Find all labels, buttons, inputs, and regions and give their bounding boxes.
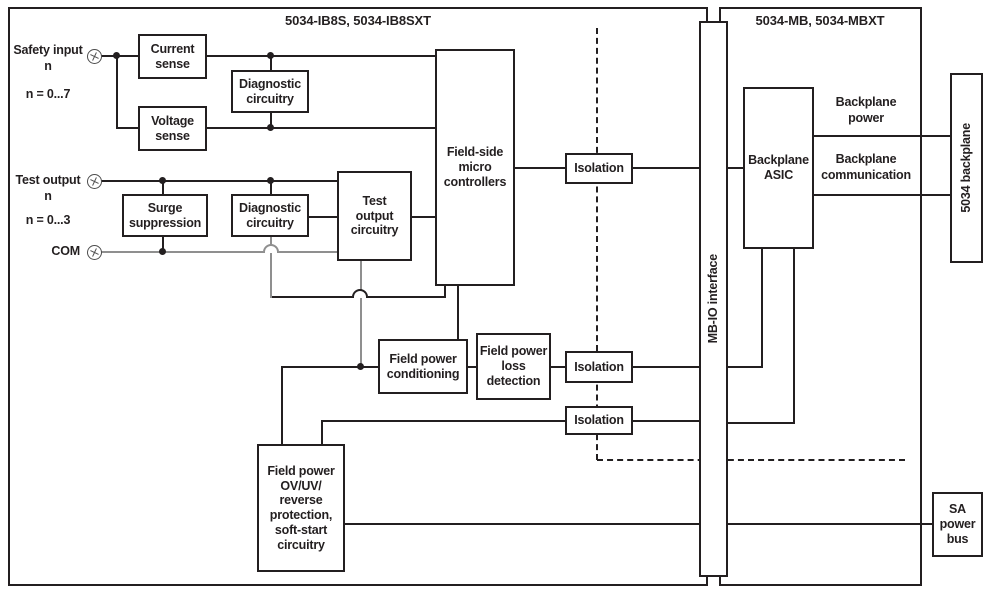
wire-diag1-stub-bottom: [270, 112, 272, 129]
wire-mbio-to-asic-drop1: [728, 366, 762, 368]
label-test-output: Test output n: [15, 173, 81, 203]
wire-diag-to-toc: [309, 216, 337, 218]
wire-hop-com: [263, 244, 279, 253]
block-diagnostic-circuitry-test: Diagnostic circuitry: [231, 194, 309, 237]
title-io-module: 5034-IB8S, 5034-IB8SXT: [285, 13, 431, 28]
wire-safety-to-voltage-sense: [117, 127, 138, 129]
wire-fpc-to-fpld: [468, 366, 478, 368]
terminal-screw-icon-com: [87, 245, 102, 260]
block-voltage-sense: Voltage sense: [138, 106, 207, 151]
block-field-power-loss-detection: Field power loss detection: [476, 333, 551, 400]
wire-isolation2-to-mbio: [633, 366, 699, 368]
block-isolation-top: Isolation: [565, 153, 633, 184]
isolation-barrier-vertical: [596, 28, 598, 460]
label-safety-input: Safety input n: [13, 43, 83, 73]
wire-voltage-sense-to-micro: [207, 127, 435, 129]
wire-mbio-to-asic: [728, 167, 743, 169]
label-com: COM: [51, 244, 80, 258]
junction-dot: [159, 177, 166, 184]
block-field-side-micro-controllers: Field-side micro controllers: [435, 49, 515, 286]
wire-diag2-stub-bottom: [270, 236, 272, 298]
wire-mbio-to-asic-drop2: [728, 422, 794, 424]
wire-toc-bottom: [360, 260, 362, 368]
junction-dot: [113, 52, 120, 59]
block-5034-backplane: 5034 backplane: [950, 73, 983, 263]
wire-micro-to-isolation1: [515, 167, 565, 169]
wire-micro-to-fpc: [457, 285, 459, 341]
label-safety-range: n = 0...7: [25, 87, 71, 101]
block-current-sense: Current sense: [138, 34, 207, 79]
wire-return-up-to-micro: [444, 285, 446, 298]
block-backplane-asic: Backplane ASIC: [743, 87, 814, 249]
wire-hop-return: [352, 289, 368, 298]
block-diagnostic-circuitry-safety: Diagnostic circuitry: [231, 70, 309, 113]
label-test-range: n = 0...3: [25, 213, 71, 227]
wire-backplane-power: [814, 135, 950, 137]
wire-to-field-power-conditioning: [281, 366, 378, 368]
wire-safety-split: [116, 55, 118, 129]
label-backplane-communication: Backplane communication: [821, 152, 911, 182]
terminal-screw-icon-safety-input: [87, 49, 102, 64]
junction-dot: [267, 124, 274, 131]
wire-surge-stub-bottom: [162, 236, 164, 253]
wire-isolation1-to-mbio: [633, 167, 699, 169]
wire-return-right: [368, 296, 446, 298]
wire-down-to-protection-1: [281, 366, 283, 446]
block-isolation-bottom: Isolation: [565, 406, 633, 435]
terminal-screw-icon-test-output: [87, 174, 102, 189]
junction-dot: [159, 248, 166, 255]
label-backplane-power: Backplane power: [835, 95, 897, 125]
wire-diag2-stub-top: [270, 180, 272, 195]
block-sa-power-bus: SA power bus: [932, 492, 983, 557]
wire-sa-power: [345, 523, 932, 525]
wire-surge-stub-top: [162, 180, 164, 195]
wire-com-left: [101, 251, 263, 253]
wire-asic-drop2: [793, 249, 795, 424]
wire-down-to-protection-2: [321, 420, 323, 446]
wire-isolation3-to-mbio: [633, 420, 699, 422]
block-test-output-circuitry: Test output circuitry: [337, 171, 412, 261]
wire-com-right: [279, 251, 337, 253]
junction-dot: [357, 363, 364, 370]
wire-asic-drop1: [761, 249, 763, 368]
wire-protection-to-isolation3: [322, 420, 565, 422]
block-field-power-protection: Field power OV/UV/ reverse protection, s…: [257, 444, 345, 572]
wire-diag1-stub-top: [270, 55, 272, 71]
wire-toc-to-micro: [412, 216, 435, 218]
wire-fpld-to-isolation: [551, 366, 565, 368]
wire-test-output-bus: [101, 180, 337, 182]
wire-current-sense-to-micro: [207, 55, 435, 57]
wire-return-left: [271, 296, 352, 298]
block-mb-io-interface: MB-IO interface: [699, 21, 728, 577]
block-isolation-field-power: Isolation: [565, 351, 633, 383]
wire-backplane-communication: [814, 194, 950, 196]
isolation-barrier-horizontal: [597, 459, 905, 461]
junction-dot: [267, 177, 274, 184]
block-surge-suppression: Surge suppression: [122, 194, 208, 237]
block-field-power-conditioning: Field power conditioning: [378, 339, 468, 394]
junction-dot: [267, 52, 274, 59]
title-mb-module: 5034-MB, 5034-MBXT: [755, 13, 885, 28]
